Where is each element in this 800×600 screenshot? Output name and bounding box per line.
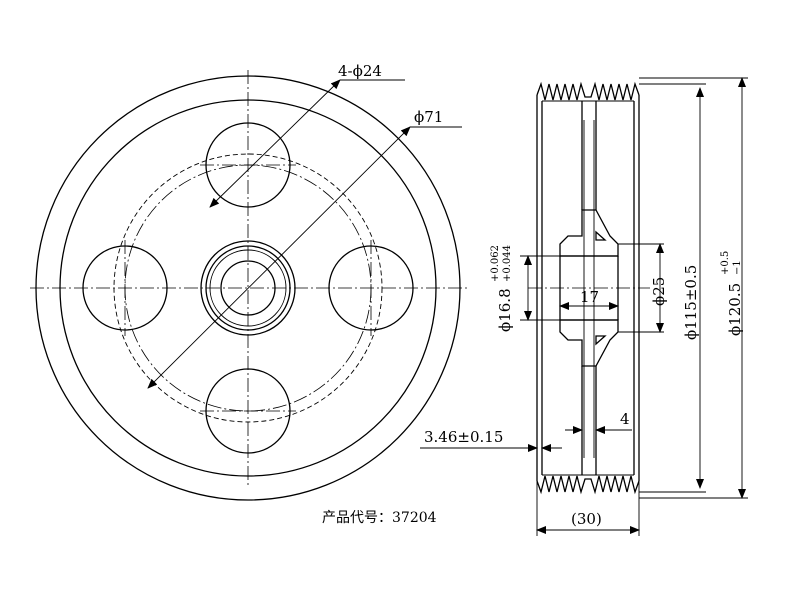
- leader-pcd: [147, 126, 411, 389]
- label-bore-tol-lower: +0.044: [502, 245, 513, 282]
- hub-section-top: [559, 209, 619, 257]
- grooves-bottom: [536, 475, 640, 495]
- leader-holes: [209, 79, 341, 208]
- side-view: ϕ16.8 +0.062 +0.044 17 ϕ25 ϕ115±0.5 ϕ120…: [420, 77, 748, 536]
- label-hub-length: 17: [580, 288, 599, 306]
- product-code: 产品代号：37204: [322, 510, 437, 526]
- label-outer-base: ϕ120.5: [726, 283, 744, 336]
- label-bore-base: ϕ16.8: [496, 288, 514, 332]
- label-bore-tol-upper: +0.062: [490, 245, 501, 282]
- label-outer-tol-upper: +0.5: [720, 251, 731, 275]
- label-wall-thickness: 3.46±0.15: [424, 428, 503, 446]
- label-web-thickness: 4: [620, 410, 630, 428]
- front-view: 4-ϕ24 ϕ71 产品代号：37204: [30, 62, 468, 526]
- grooves-top: [536, 81, 640, 101]
- label-total-width: (30): [571, 510, 602, 528]
- label-outer-tol-lower: −1: [732, 260, 743, 275]
- hub-section-bottom: [559, 319, 619, 367]
- label-holes: 4-ϕ24: [338, 62, 382, 80]
- label-hub-diameter: ϕ25: [650, 277, 668, 306]
- label-pcd: ϕ71: [414, 108, 443, 126]
- label-groove-diameter: ϕ115±0.5: [682, 265, 700, 340]
